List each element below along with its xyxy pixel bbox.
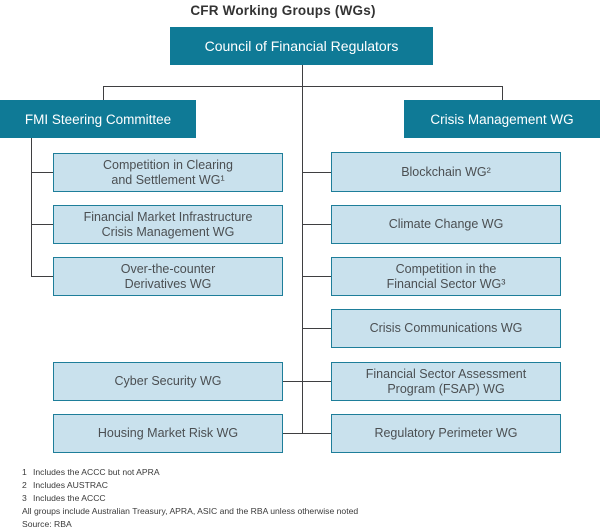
footnote-2: 2 Includes AUSTRAC xyxy=(22,479,358,492)
figure-title: CFR Working Groups (WGs) xyxy=(190,3,376,18)
footnote-3-number: 3 xyxy=(22,493,27,503)
connector-stub-right-1 xyxy=(302,172,331,173)
footnote-3-text: Includes the ACCC xyxy=(33,493,106,503)
footnote-2-number: 2 xyxy=(22,480,27,490)
footnote-2-text: Includes AUSTRAC xyxy=(33,480,108,490)
connector-stub-right-4 xyxy=(302,328,331,329)
node-fmi-steering-committee: FMI Steering Committee xyxy=(0,100,196,138)
footnote-1-number: 1 xyxy=(22,467,27,477)
source-note: Source: RBA xyxy=(22,519,72,529)
connector-stub-right-2 xyxy=(302,224,331,225)
node-competition-financial-sector-wg: Competition in the Financial Sector WG³ xyxy=(331,257,561,296)
node-crisis-management-wg: Crisis Management WG xyxy=(404,100,600,138)
connector-row5-cross xyxy=(283,381,331,382)
connector-drop-crisis xyxy=(502,86,503,101)
node-cyber-security-wg: Cyber Security WG xyxy=(53,362,283,401)
connector-stub-left-3 xyxy=(31,276,53,277)
footnote-3: 3 Includes the ACCC xyxy=(22,492,358,505)
general-note: All groups include Australian Treasury, … xyxy=(22,506,359,516)
node-blockchain-wg: Blockchain WG² xyxy=(331,152,561,192)
connector-central-spine xyxy=(302,65,303,434)
connector-fmi-spine xyxy=(31,138,32,277)
node-council-of-financial-regulators: Council of Financial Regulators xyxy=(170,27,433,65)
node-fsap-wg: Financial Sector Assessment Program (FSA… xyxy=(331,362,561,401)
footnotes-block: 1 Includes the ACCC but not APRA 2 Inclu… xyxy=(22,466,358,531)
node-climate-change-wg: Climate Change WG xyxy=(331,205,561,244)
node-otc-derivatives-wg: Over-the-counter Derivatives WG xyxy=(53,257,283,296)
node-housing-market-risk-wg: Housing Market Risk WG xyxy=(53,414,283,453)
node-crisis-communications-wg: Crisis Communications WG xyxy=(331,309,561,348)
node-regulatory-perimeter-wg: Regulatory Perimeter WG xyxy=(331,414,561,453)
connector-stub-left-1 xyxy=(31,172,53,173)
connector-stub-right-3 xyxy=(302,276,331,277)
connector-top-horizontal xyxy=(103,86,503,87)
connector-row6-cross xyxy=(283,433,331,434)
connector-stub-left-2 xyxy=(31,224,53,225)
node-competition-clearing-settlement-wg: Competition in Clearing and Settlement W… xyxy=(53,153,283,192)
connector-drop-fmi xyxy=(103,86,104,101)
footnote-1-text: Includes the ACCC but not APRA xyxy=(33,467,160,477)
node-fmi-crisis-management-wg: Financial Market Infrastructure Crisis M… xyxy=(53,205,283,244)
footnote-1: 1 Includes the ACCC but not APRA xyxy=(22,466,358,479)
